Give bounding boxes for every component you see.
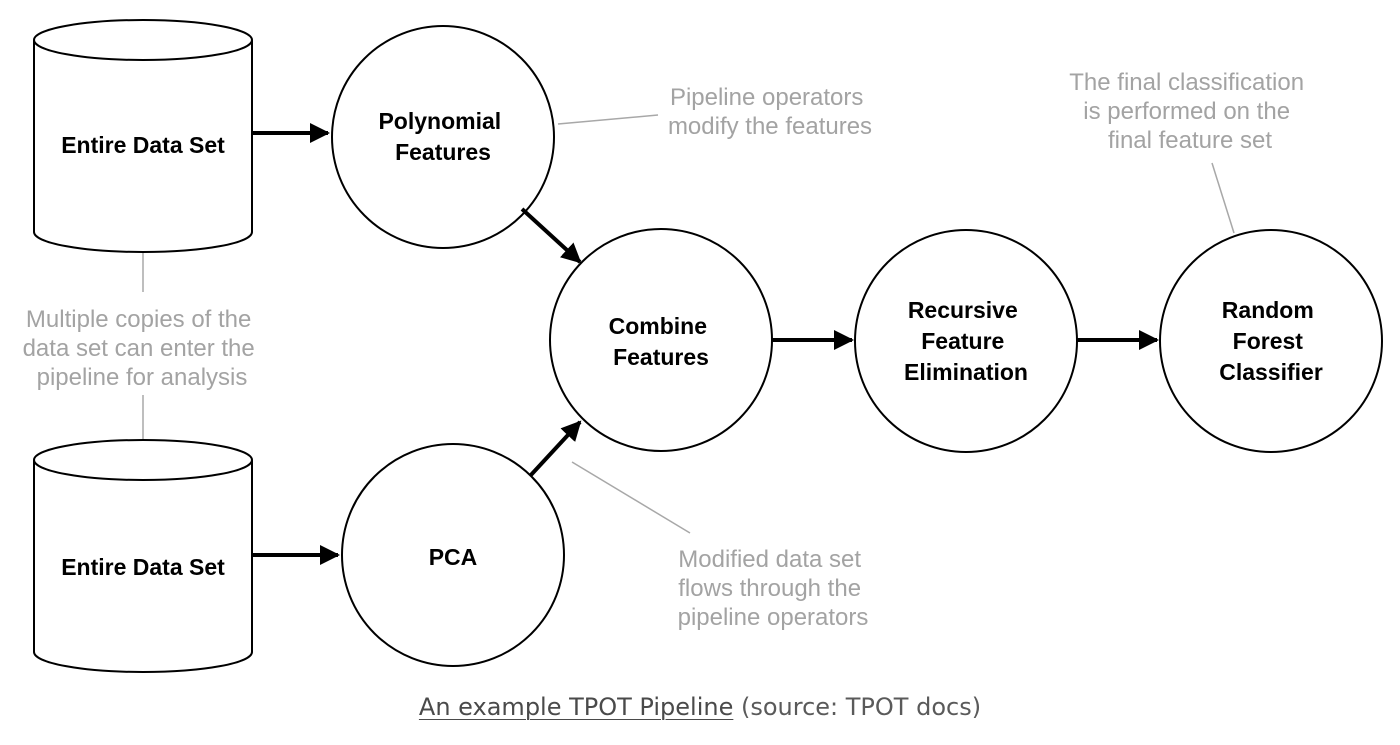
svg-text:Combine Features: Combine Features xyxy=(609,313,714,370)
combine-label-line-2: Features xyxy=(613,344,709,370)
rfe-label-line-3: Elimination xyxy=(904,359,1028,385)
combine-label-line-1: Combine xyxy=(609,313,707,339)
dataset-cylinder-bottom: Entire Data Set xyxy=(33,439,253,673)
rfe-label-line-2: Feature xyxy=(921,328,1004,354)
annotation-copies: Multiple copies of the data set can ente… xyxy=(23,306,262,391)
leader-final xyxy=(1211,162,1235,234)
svg-text:PCA: PCA xyxy=(429,544,478,570)
dataset-cylinder-top: Entire Data Set xyxy=(33,19,253,253)
svg-text:Recursive Feature: Recursive Feature Elimination xyxy=(904,297,1028,385)
poly-label-line-2: Features xyxy=(395,139,491,165)
svg-text:Random Forest Clas: Random Forest Classifier xyxy=(1219,297,1323,385)
dataset-bottom-label: Entire Data Set xyxy=(61,554,225,580)
tpot-pipeline-diagram: Entire Data Set Entire Data Set Polynomi… xyxy=(23,19,1383,673)
node-polynomial-features: Polynomial Features xyxy=(331,25,555,249)
arrow-poly-to-combine xyxy=(520,207,582,264)
figure-caption: An example TPOT Pipeline (source: TPOT d… xyxy=(0,693,1400,721)
leader-operators xyxy=(557,114,659,125)
rf-label-line-3: Classifier xyxy=(1219,359,1323,385)
dataset-top-label: Entire Data Set xyxy=(61,132,225,158)
rf-label-line-1: Random xyxy=(1222,297,1314,323)
annotation-flows: Modified data set flows through the pipe… xyxy=(678,546,869,631)
annotation-operators: Pipeline operators modify the features xyxy=(668,84,872,140)
poly-label-line-1: Polynomial xyxy=(378,108,501,134)
node-recursive-feature-elimination: Recursive Feature Elimination xyxy=(854,229,1078,453)
rf-label-line-2: Forest xyxy=(1233,328,1304,354)
node-random-forest-classifier: Random Forest Classifier xyxy=(1159,229,1383,453)
caption-link[interactable]: An example TPOT Pipeline xyxy=(418,693,734,721)
node-pca: PCA xyxy=(341,443,565,667)
leader-flows xyxy=(571,461,691,534)
caption-source: (source: TPOT docs) xyxy=(733,693,982,721)
node-combine-features: Combine Features xyxy=(549,228,773,452)
annotation-final: The final classification is performed on… xyxy=(1069,69,1310,154)
arrow-pca-to-combine xyxy=(528,420,582,478)
pca-label: PCA xyxy=(429,544,478,570)
svg-text:Polynomial Features: Polynomial Features xyxy=(378,108,507,165)
rfe-label-line-1: Recursive xyxy=(908,297,1018,323)
